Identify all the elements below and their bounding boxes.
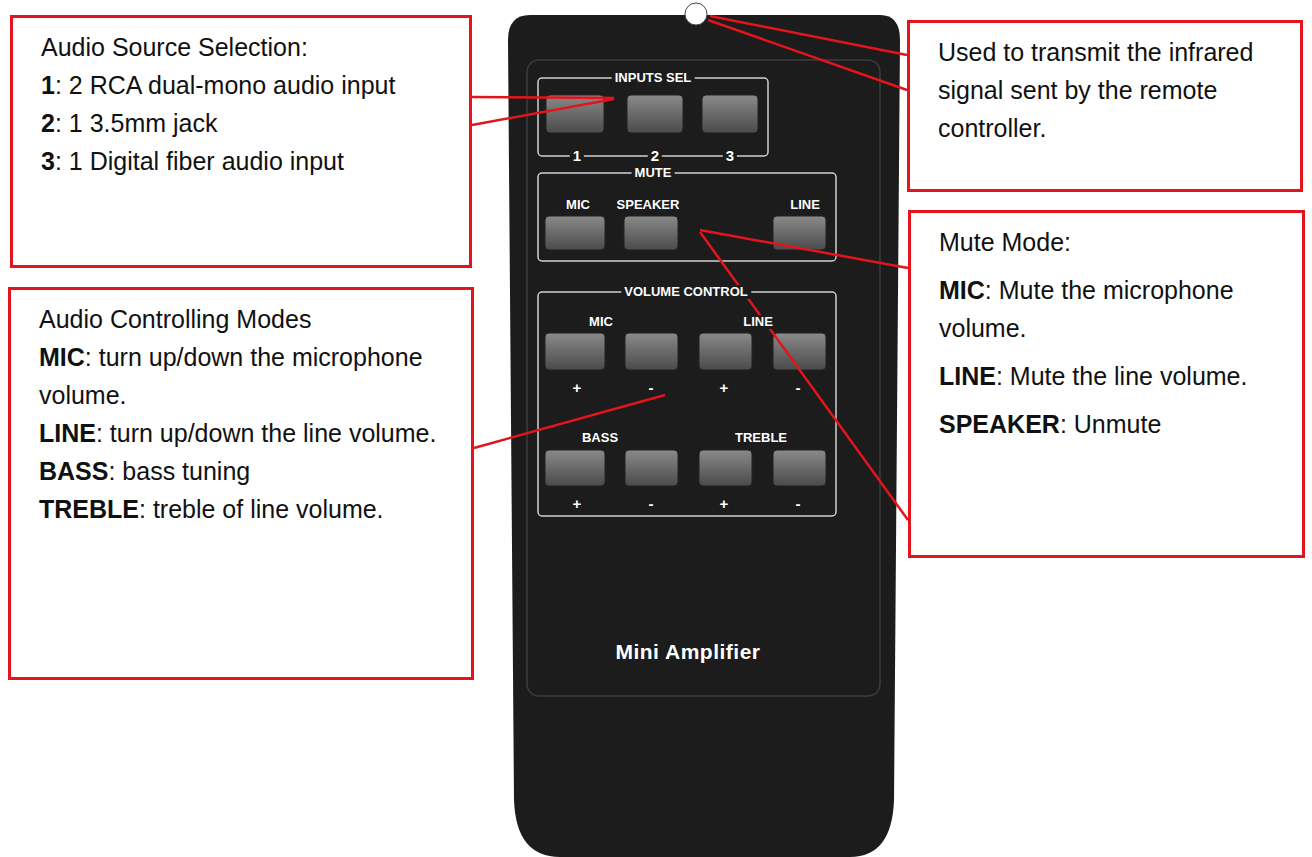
callout-key: BASS xyxy=(39,457,108,485)
button-label: - xyxy=(793,381,804,395)
callout-row: BASS: bass tuning xyxy=(39,452,457,490)
callout-key: LINE xyxy=(939,362,996,390)
callout-key: LINE xyxy=(39,419,96,447)
callout-key: 3 xyxy=(41,147,55,175)
callout-row: 2: 1 3.5mm jack xyxy=(41,104,455,142)
callout-row: 1: 2 RCA dual-mono audio input xyxy=(41,66,455,104)
callout-description: : 1 Digital fiber audio input xyxy=(55,147,344,175)
button-label: LINE xyxy=(740,315,776,329)
callout-box: Mute Mode: MIC: Mute the microphone volum… xyxy=(908,210,1305,558)
button-label: LINE xyxy=(787,198,823,212)
button-label: TREBLE xyxy=(732,431,790,445)
callout-row: MIC: turn up/down the microphone volume. xyxy=(39,338,457,414)
callout-box: Audio Controlling ModesMIC: turn up/down… xyxy=(8,287,474,680)
button-label: INPUTS SEL xyxy=(612,71,695,85)
button-label: 1 xyxy=(570,149,584,163)
button-label: - xyxy=(646,381,657,395)
button-label: VOLUME CONTROL xyxy=(621,285,751,299)
button-label: + xyxy=(717,381,732,395)
callout-heading: Used to transmit the infrared signal sen… xyxy=(938,33,1286,147)
remote-brand: Mini Amplifier xyxy=(612,640,763,664)
button-label: MIC xyxy=(563,198,593,212)
callout-heading: Audio Controlling Modes xyxy=(39,300,457,338)
callout-key: TREBLE xyxy=(39,495,139,523)
button-label: - xyxy=(793,497,804,511)
callout-box: Used to transmit the infrared signal sen… xyxy=(907,20,1303,192)
callout-description: : turn up/down the microphone volume. xyxy=(39,343,423,409)
button-label: + xyxy=(717,497,732,511)
callout-row: 3: 1 Digital fiber audio input xyxy=(41,142,455,180)
callout-key: MIC xyxy=(939,276,985,304)
button-label: MUTE xyxy=(632,166,675,180)
callout-description: : 2 RCA dual-mono audio input xyxy=(55,71,396,99)
button-label: MIC xyxy=(586,315,616,329)
callout-description: : Mute the line volume. xyxy=(996,362,1248,390)
button-label: 2 xyxy=(648,149,662,163)
callout-description: : turn up/down the line volume. xyxy=(96,419,436,447)
button-label: BASS xyxy=(579,431,621,445)
callout-heading: Audio Source Selection: xyxy=(41,28,455,66)
callout-key: SPEAKER xyxy=(939,410,1060,438)
button-label: + xyxy=(570,497,585,511)
button-label: 3 xyxy=(723,149,737,163)
callout-row: TREBLE: treble of line volume. xyxy=(39,490,457,528)
callout-key: 1 xyxy=(41,71,55,99)
callout-heading: Mute Mode: xyxy=(939,223,1288,261)
callout-description: : treble of line volume. xyxy=(139,495,384,523)
callout-box: Audio Source Selection:1: 2 RCA dual-mon… xyxy=(10,15,472,268)
callout-row: MIC: Mute the microphone volume. xyxy=(939,271,1288,347)
callout-description: : bass tuning xyxy=(108,457,250,485)
callout-row: LINE: Mute the line volume. xyxy=(939,357,1288,395)
button-label: SPEAKER xyxy=(614,198,683,212)
callout-row: SPEAKER: Unmute xyxy=(939,405,1288,443)
button-label: - xyxy=(646,497,657,511)
button-label: + xyxy=(570,381,585,395)
callout-description: : Unmute xyxy=(1060,410,1161,438)
callout-key: MIC xyxy=(39,343,85,371)
callout-description: : 1 3.5mm jack xyxy=(55,109,218,137)
callout-key: 2 xyxy=(41,109,55,137)
callout-row: LINE: turn up/down the line volume. xyxy=(39,414,457,452)
